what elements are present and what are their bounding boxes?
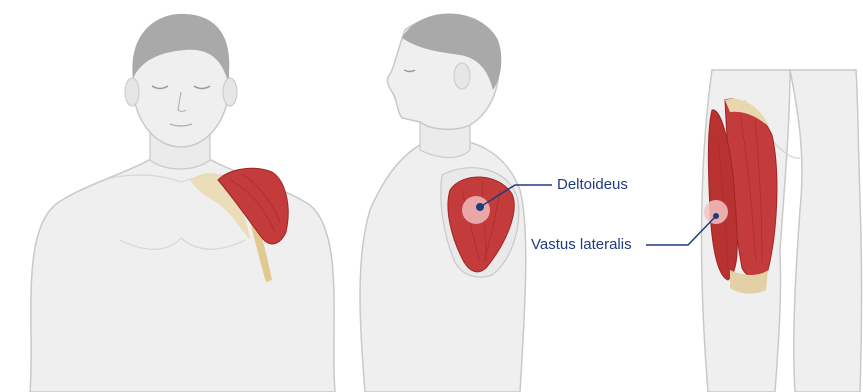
deltoid-injection-site (462, 196, 490, 224)
front-torso-illustration (30, 14, 335, 392)
thigh-illustration (646, 70, 862, 392)
side-torso-illustration (360, 13, 552, 392)
side-ear (454, 63, 470, 89)
vastus-lateralis-label: Vastus lateralis (531, 236, 632, 254)
front-ear-left (125, 78, 139, 106)
deltoid-label: Deltoideus (557, 176, 628, 194)
front-torso (30, 150, 335, 392)
front-ear-right (223, 78, 237, 106)
thigh-right-leg (790, 70, 862, 392)
vastus-injection-site (704, 200, 728, 224)
